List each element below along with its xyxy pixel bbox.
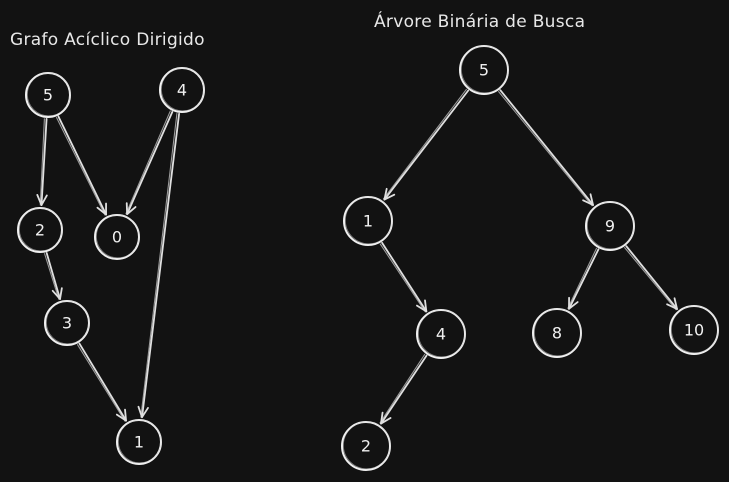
bst-title: Árvore Binária de Busca [374, 10, 585, 32]
edges-layer [36, 88, 678, 425]
bst-edge-bst-5-to-bst-9 [498, 89, 594, 207]
bst-edge-bst-5-to-bst-1 [382, 88, 470, 201]
node-label: 3 [62, 314, 72, 333]
dag-node-4: 4 [159, 67, 205, 113]
node-label: 5 [43, 86, 53, 105]
dag-edge-dag-4-to-dag-1 [137, 112, 180, 419]
node-label: 10 [684, 321, 704, 340]
dag-node-1: 1 [116, 419, 162, 465]
dag-node-5: 5 [25, 72, 71, 118]
node-label: 2 [35, 221, 45, 240]
dag-title: Grafo Acíclico Dirigido [10, 30, 205, 50]
dag-node-0: 0 [94, 214, 140, 260]
node-label: 0 [112, 228, 122, 247]
node-label: 8 [552, 324, 562, 343]
node-label: 1 [363, 212, 373, 231]
node-label: 9 [605, 217, 615, 236]
bst-node-4: 4 [416, 309, 466, 359]
bst-edge-bst-1-to-bst-4 [379, 241, 428, 313]
dag-edge-dag-5-to-dag-2 [36, 118, 48, 206]
bst-edge-bst-4-to-bst-2 [379, 353, 428, 425]
bst-node-10: 10 [669, 305, 719, 355]
bst-node-5: 5 [459, 45, 509, 95]
bst-node-1: 1 [343, 196, 393, 246]
nodes-layer: 5 4 2 0 3 1 5 1 9 4 8 10 2 [17, 45, 719, 471]
dag-edge-dag-2-to-dag-3 [44, 252, 63, 300]
dag-edge-dag-5-to-dag-0 [55, 115, 107, 216]
dag-edge-dag-4-to-dag-0 [125, 110, 174, 216]
node-label: 4 [177, 81, 187, 100]
node-label: 4 [436, 325, 446, 344]
bst-edge-bst-9-to-bst-8 [567, 247, 600, 310]
dag-node-3: 3 [44, 300, 90, 346]
bst-edge-bst-9-to-bst-10 [624, 245, 678, 311]
node-label: 1 [134, 433, 144, 452]
node-label: 2 [361, 437, 371, 456]
bst-node-2: 2 [341, 421, 391, 471]
bst-node-8: 8 [532, 308, 582, 358]
bst-node-9: 9 [585, 201, 635, 251]
dag-edge-dag-3-to-dag-1 [76, 342, 127, 422]
dag-node-2: 2 [17, 207, 63, 253]
node-label: 5 [479, 61, 489, 80]
